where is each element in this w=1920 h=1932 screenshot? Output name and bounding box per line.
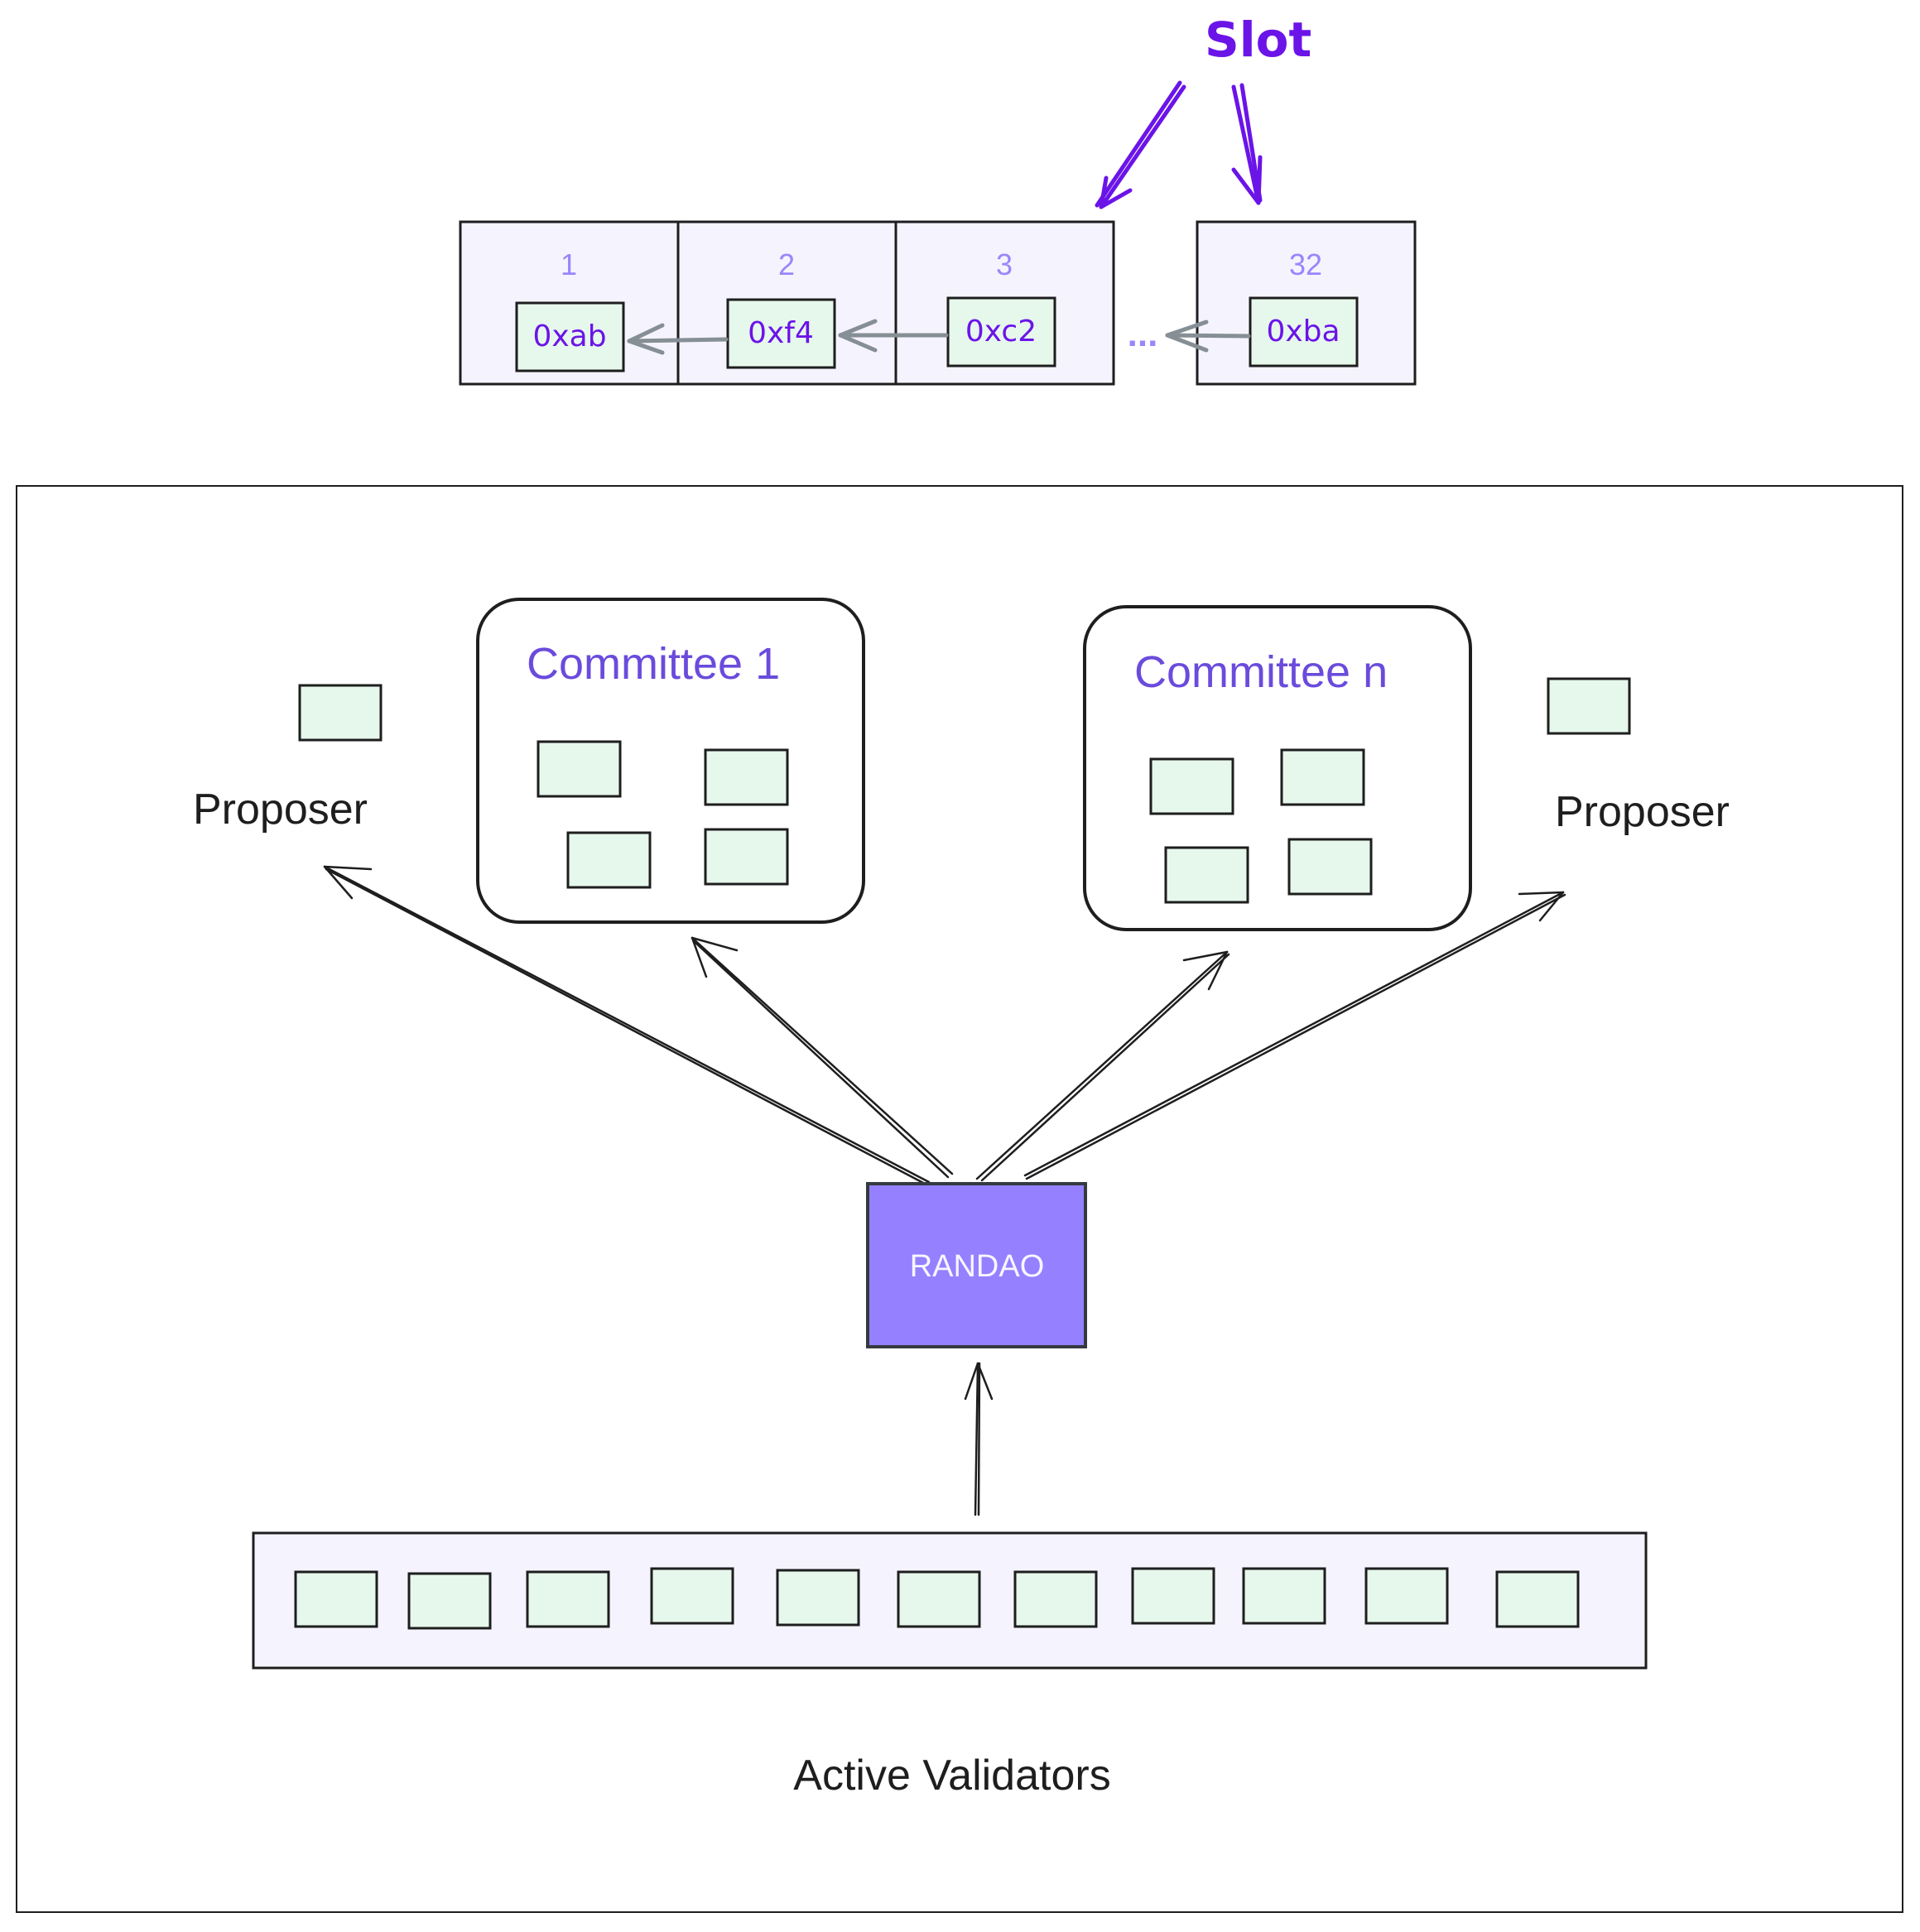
arrow-randao-to-proposer-right [1023,891,1566,1180]
slot-number-1: 1 [561,248,577,281]
proposer-right-validator [1547,677,1631,735]
slot-annotation-arrow-right [1231,83,1263,205]
active-validator [776,1569,860,1627]
block-32 [1249,296,1359,368]
active-validators-row [294,1567,1580,1630]
epoch-slots: 1 2 3 32 0xab 0xf4 0xc2 0xba ... [459,220,1417,386]
active-validator [407,1572,492,1630]
block-hash-1: 0xab [532,320,606,353]
randao-box [866,1182,1087,1348]
active-validator [1495,1570,1580,1628]
committee-1-validator [566,831,652,889]
active-validator [526,1570,610,1628]
chain-arrow-3-to-2 [838,319,949,353]
block-hash-2: 0xf4 [748,316,814,350]
committee-1-validator [537,740,622,798]
committee-n-validator [1149,757,1234,815]
proposer-left-label: Proposer [193,786,368,834]
slot-number-3: 3 [996,248,1013,281]
block-hash-32: 0xba [1266,315,1340,348]
active-validator [1364,1567,1449,1625]
block-hash-3: 0xc2 [965,315,1037,348]
active-validator [1242,1567,1326,1625]
active-validators-label: Active Validators [793,1752,1110,1800]
committee-1-title: Committee 1 [527,639,780,689]
arrow-randao-to-committee-1 [691,936,954,1179]
slot-ellipsis: ... [1128,314,1158,354]
chain-arrow-2-to-1 [627,323,729,355]
committee-n-title: Committee n [1134,647,1388,697]
slot-annotation-label: Slot [1205,12,1311,68]
slot-annotation-arrow-left [1095,80,1186,209]
active-validator [294,1570,378,1628]
active-validator [1131,1567,1215,1625]
randao-label: RANDAO [910,1249,1045,1284]
block-3 [946,296,1056,368]
committee-1-validator [704,748,789,806]
active-validator [650,1567,734,1625]
arrow-randao-to-proposer-left [323,865,931,1185]
committee-n-validator [1164,846,1249,904]
committee-n-validator [1280,748,1365,806]
active-validator [1013,1570,1098,1628]
block-2 [726,298,836,369]
proposer-left-validator [298,684,383,742]
slot-number-32: 32 [1289,248,1322,281]
arrow-randao-to-committee-n [975,950,1230,1182]
active-validator [897,1570,981,1628]
arrow-validators-to-randao [964,1362,994,1516]
block-1 [515,301,625,372]
chain-arrow-32-to-ellipsis [1165,320,1251,353]
committee-n-validator [1287,838,1373,896]
committee-1-validator [704,828,789,886]
slot-number-2: 2 [778,248,795,281]
proposer-right-label: Proposer [1555,788,1730,836]
